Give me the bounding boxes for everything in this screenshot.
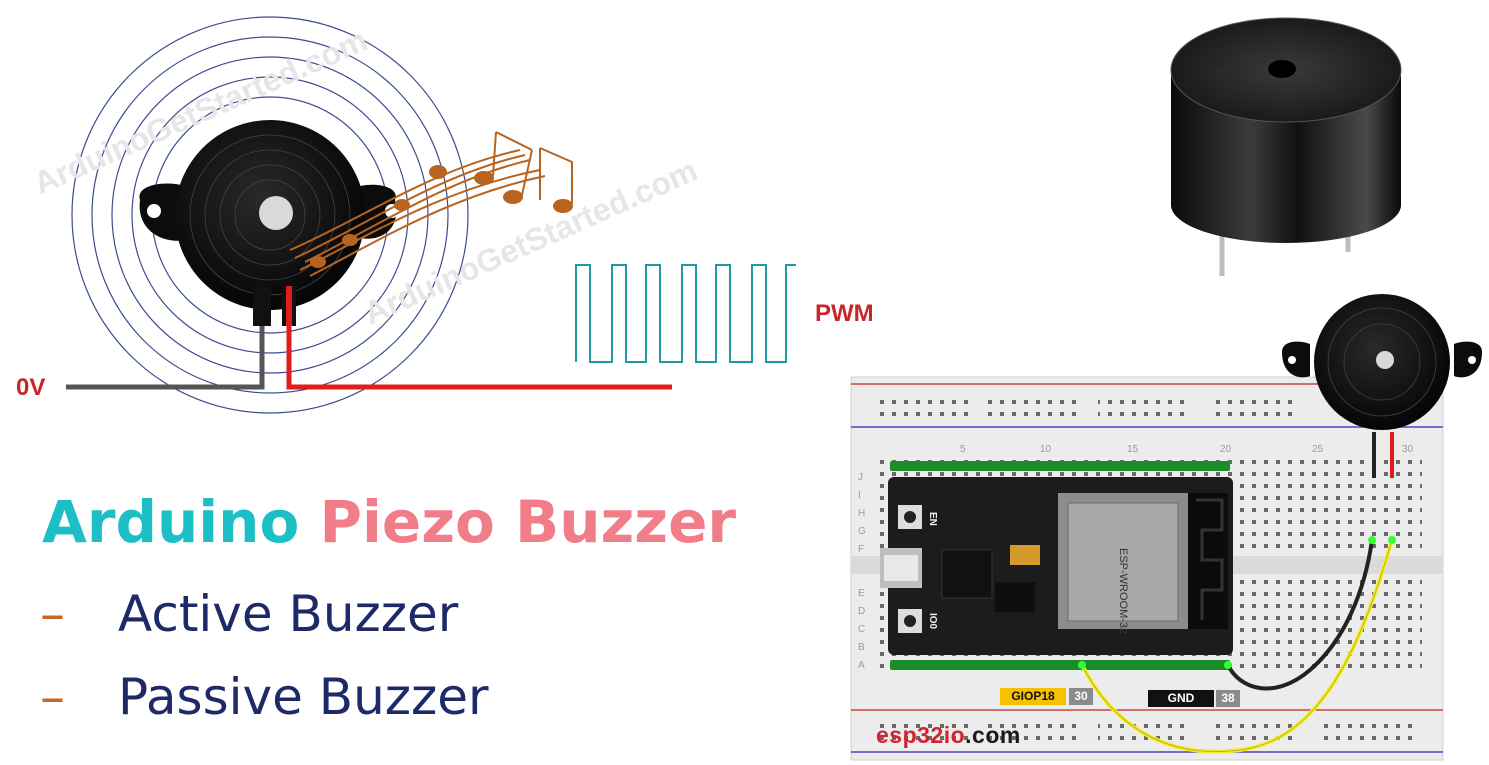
music-notes-icon	[289, 131, 573, 277]
bullet-dash: –	[40, 668, 65, 726]
bullet-dash: –	[40, 585, 65, 643]
title-piezo-buzzer: Piezo Buzzer	[319, 488, 737, 556]
page-title: Arduino Piezo Buzzer	[42, 488, 736, 556]
svg-text:D: D	[858, 606, 865, 617]
svg-text:G: G	[858, 526, 866, 537]
bullet-passive-buzzer: –Passive Buzzer	[40, 668, 489, 726]
svg-text:J: J	[858, 472, 863, 483]
bullet-active-buzzer: –Active Buzzer	[40, 585, 458, 643]
svg-text:15: 15	[1127, 444, 1139, 455]
svg-text:E: E	[858, 588, 865, 599]
ground-label: 0V	[16, 374, 46, 401]
svg-text:20: 20	[1220, 444, 1232, 455]
svg-text:H: H	[858, 508, 865, 519]
svg-text:F: F	[858, 544, 864, 555]
pin-ground-number: 38	[1216, 690, 1240, 707]
svg-text:B: B	[858, 642, 865, 653]
buzzer-photo	[1170, 17, 1402, 276]
pwm-wave	[575, 264, 796, 363]
pwm-label: PWM	[815, 300, 874, 327]
svg-text:10: 10	[1040, 444, 1052, 455]
breadboard-buzzer-icon	[1282, 294, 1482, 478]
svg-text:5: 5	[960, 444, 966, 455]
jumper-wires	[1078, 536, 1396, 754]
pin-signal-name: GIOP18	[1000, 688, 1066, 705]
svg-text:I: I	[858, 490, 861, 501]
title-arduino: Arduino	[42, 488, 300, 556]
svg-text:25: 25	[1312, 444, 1324, 455]
brand-part2: .com	[965, 722, 1021, 748]
pin-signal-number: 30	[1069, 688, 1093, 705]
pin-ground-name: GND	[1148, 690, 1214, 707]
svg-text:C: C	[858, 624, 865, 635]
svg-text:A: A	[858, 660, 865, 671]
buzzer-icon	[139, 120, 399, 326]
svg-text:ESP-WROOM-32: ESP-WROOM-32	[1117, 548, 1129, 634]
svg-text:IO0: IO0	[927, 613, 938, 630]
brand-logo: esp32io.com	[876, 722, 1021, 749]
svg-text:30: 30	[1402, 444, 1414, 455]
bullet-text: Passive Buzzer	[118, 668, 489, 726]
esp32-board-icon: ESP-WROOM-32 EN IO0	[880, 461, 1233, 670]
bullet-text: Active Buzzer	[118, 585, 459, 643]
svg-text:EN: EN	[927, 512, 938, 526]
brand-part1: esp32io	[876, 722, 966, 748]
